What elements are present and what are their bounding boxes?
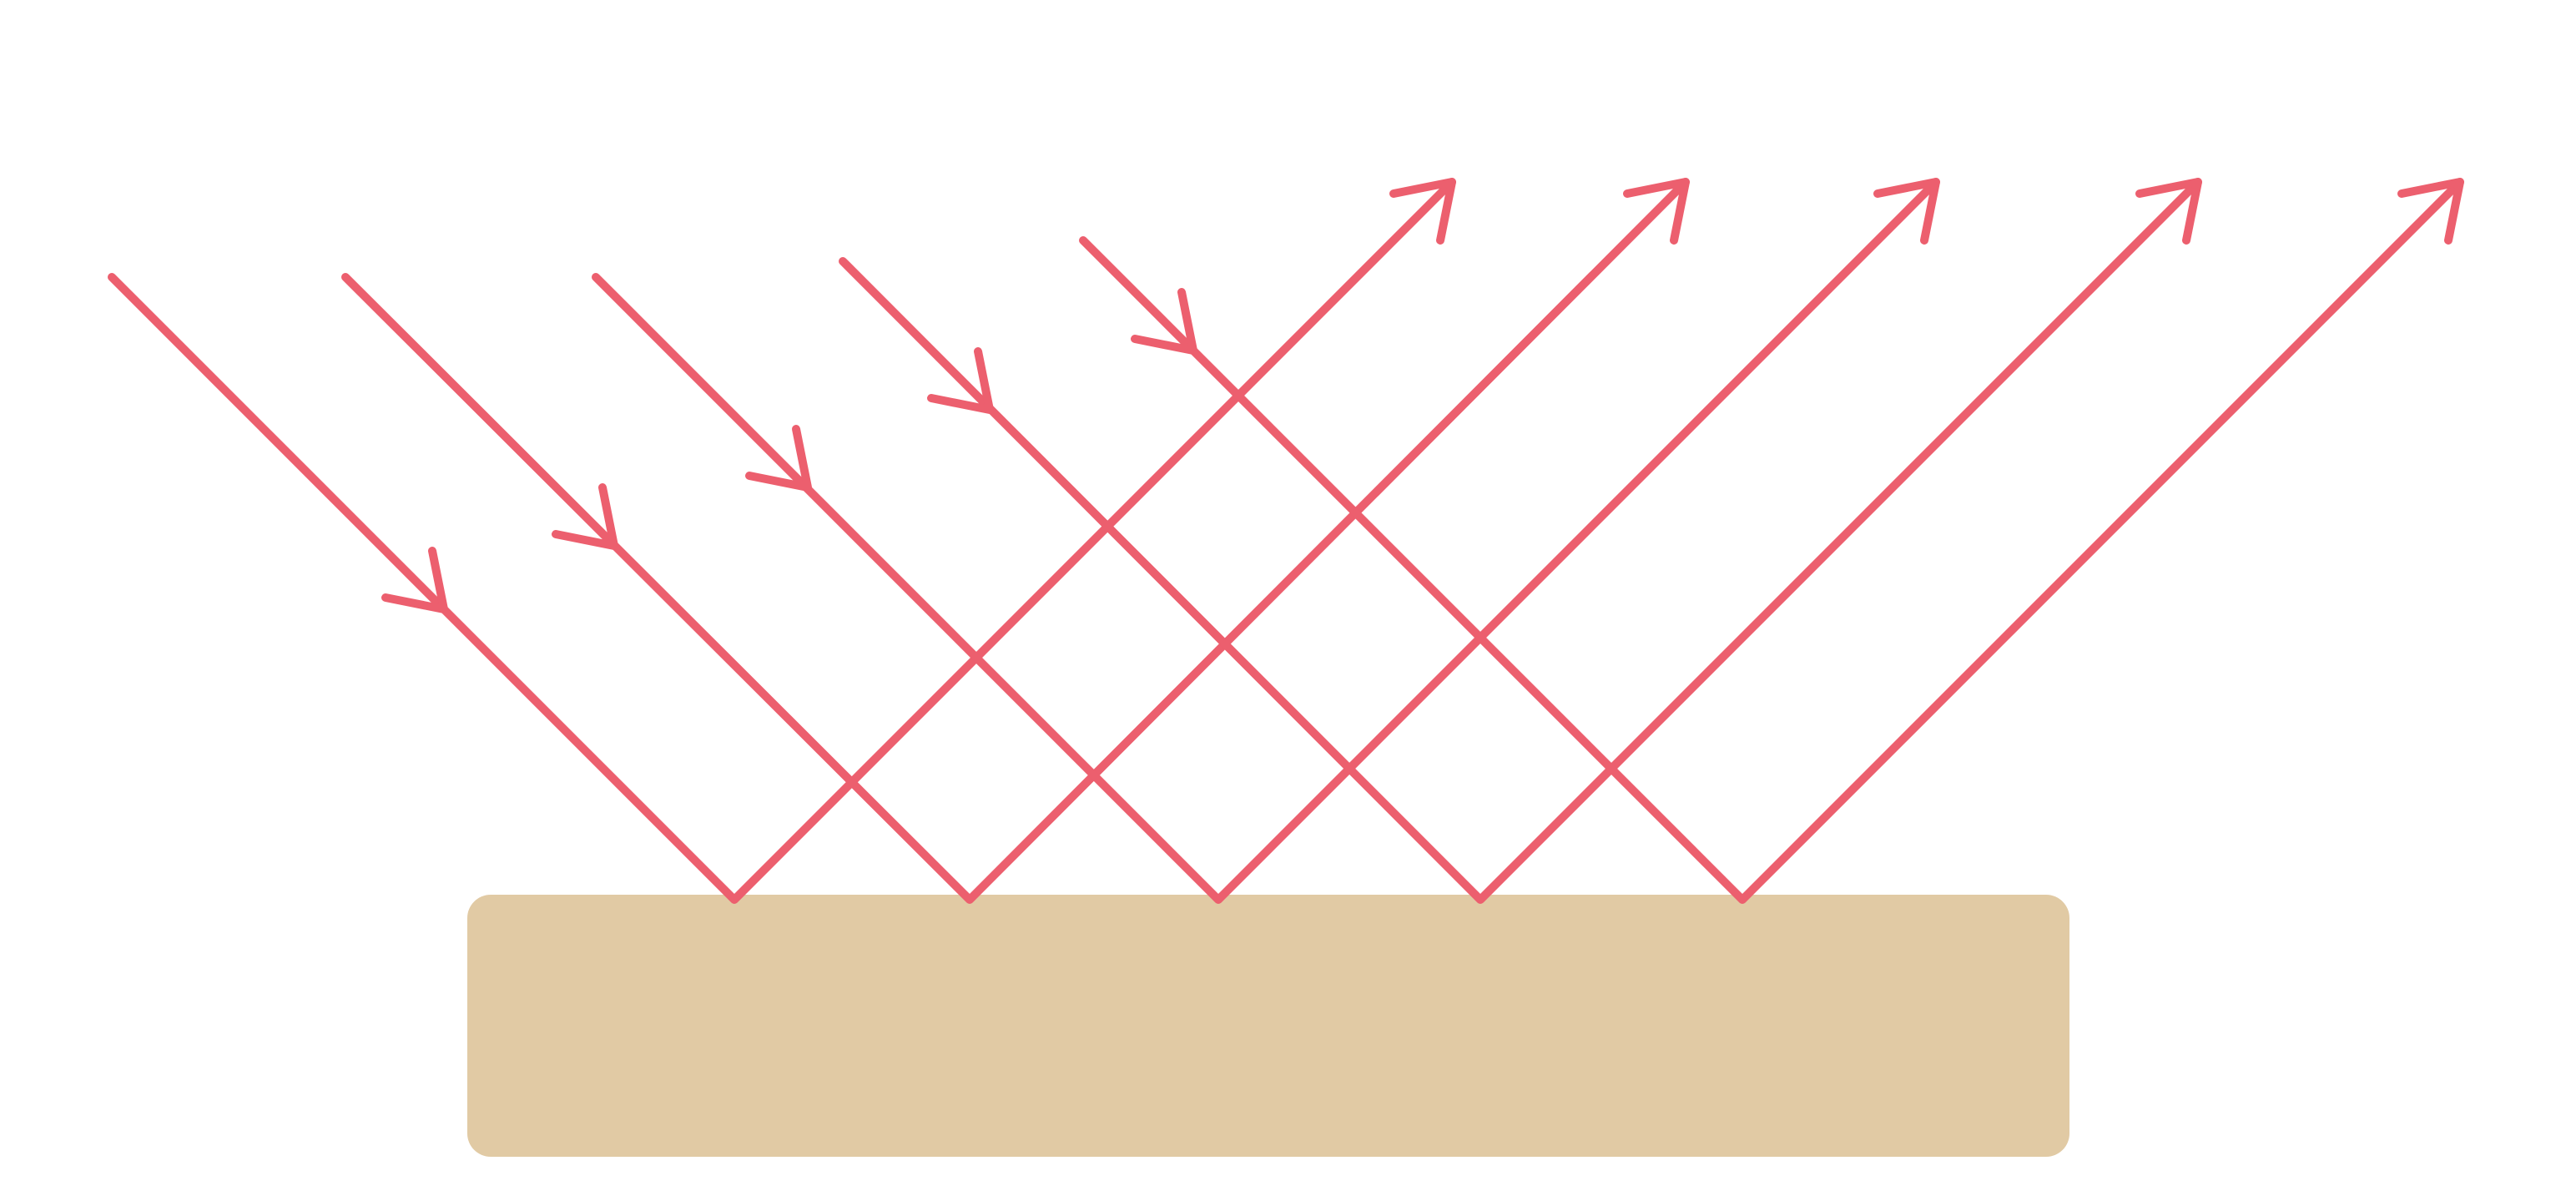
incoming-arrowhead-icon-3 bbox=[745, 425, 812, 492]
outgoing-arrowhead-icon-4 bbox=[2135, 178, 2202, 245]
outgoing-arrowhead-icon-2 bbox=[1623, 178, 1690, 245]
light-rays bbox=[108, 178, 2464, 904]
incoming-arrowhead-icon-5 bbox=[1131, 288, 1197, 355]
light-ray-2 bbox=[341, 178, 1690, 904]
light-ray-3 bbox=[592, 178, 1940, 904]
outgoing-arrowhead-icon-1 bbox=[1389, 178, 1456, 245]
incoming-arrowhead-icon-2 bbox=[552, 483, 618, 550]
light-ray-5 bbox=[1079, 178, 2464, 904]
light-ray-1 bbox=[108, 178, 1456, 904]
incoming-arrowhead-icon-4 bbox=[927, 347, 994, 414]
outgoing-arrowhead-icon-3 bbox=[1873, 178, 1940, 245]
outgoing-arrowhead-icon-5 bbox=[2397, 178, 2464, 245]
reflecting-surface bbox=[467, 895, 2069, 1157]
light-ray-4 bbox=[839, 178, 2202, 904]
incoming-arrowhead-icon-1 bbox=[381, 547, 448, 613]
